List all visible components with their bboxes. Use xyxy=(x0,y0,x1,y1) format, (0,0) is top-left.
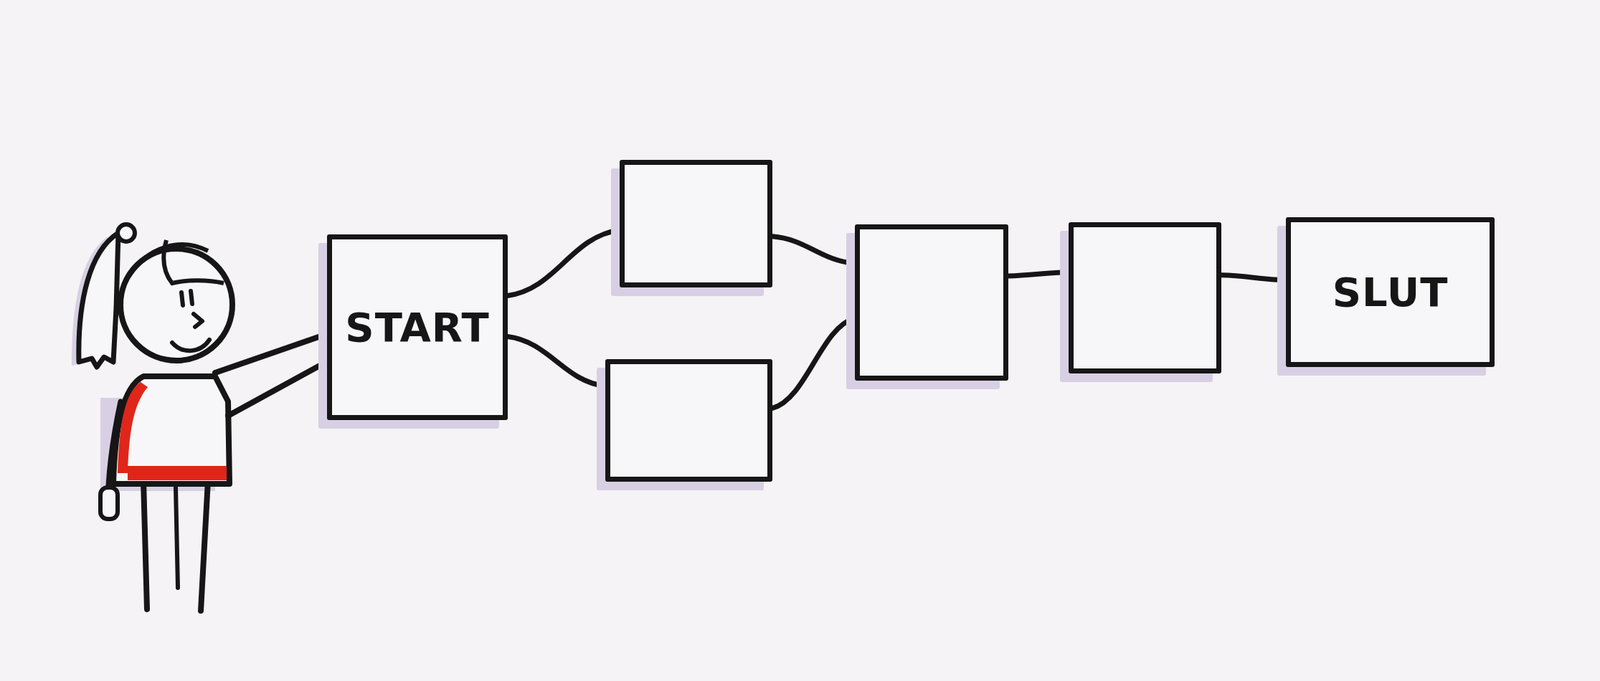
nose xyxy=(193,314,203,328)
process-box xyxy=(619,159,773,288)
eye xyxy=(190,291,193,305)
connector-line xyxy=(1008,272,1069,277)
process-box xyxy=(854,224,1009,381)
mouth xyxy=(172,339,210,351)
connector-line xyxy=(507,230,620,297)
leg xyxy=(143,480,148,610)
process-box xyxy=(1068,222,1222,374)
leg-line xyxy=(175,487,178,589)
process-box: SLUT xyxy=(1285,217,1495,368)
ponytail xyxy=(78,233,119,368)
hair xyxy=(129,244,208,277)
box-label: SLUT xyxy=(1332,268,1449,316)
process-box: START xyxy=(327,234,508,421)
arm xyxy=(228,362,327,416)
shirt-red-hem xyxy=(127,466,227,481)
shirt-red-stripe xyxy=(117,382,148,474)
eye xyxy=(181,292,183,306)
process-box xyxy=(605,359,773,482)
connector-line xyxy=(772,318,855,409)
hair-tie xyxy=(117,224,135,242)
fringe xyxy=(163,240,224,284)
hand xyxy=(100,487,118,520)
shirt xyxy=(113,376,230,485)
box-label: START xyxy=(344,304,490,351)
connector-line xyxy=(772,236,855,264)
leg xyxy=(200,480,208,612)
connector-line xyxy=(507,336,606,386)
arm xyxy=(215,335,323,373)
connector-line xyxy=(1221,275,1286,281)
